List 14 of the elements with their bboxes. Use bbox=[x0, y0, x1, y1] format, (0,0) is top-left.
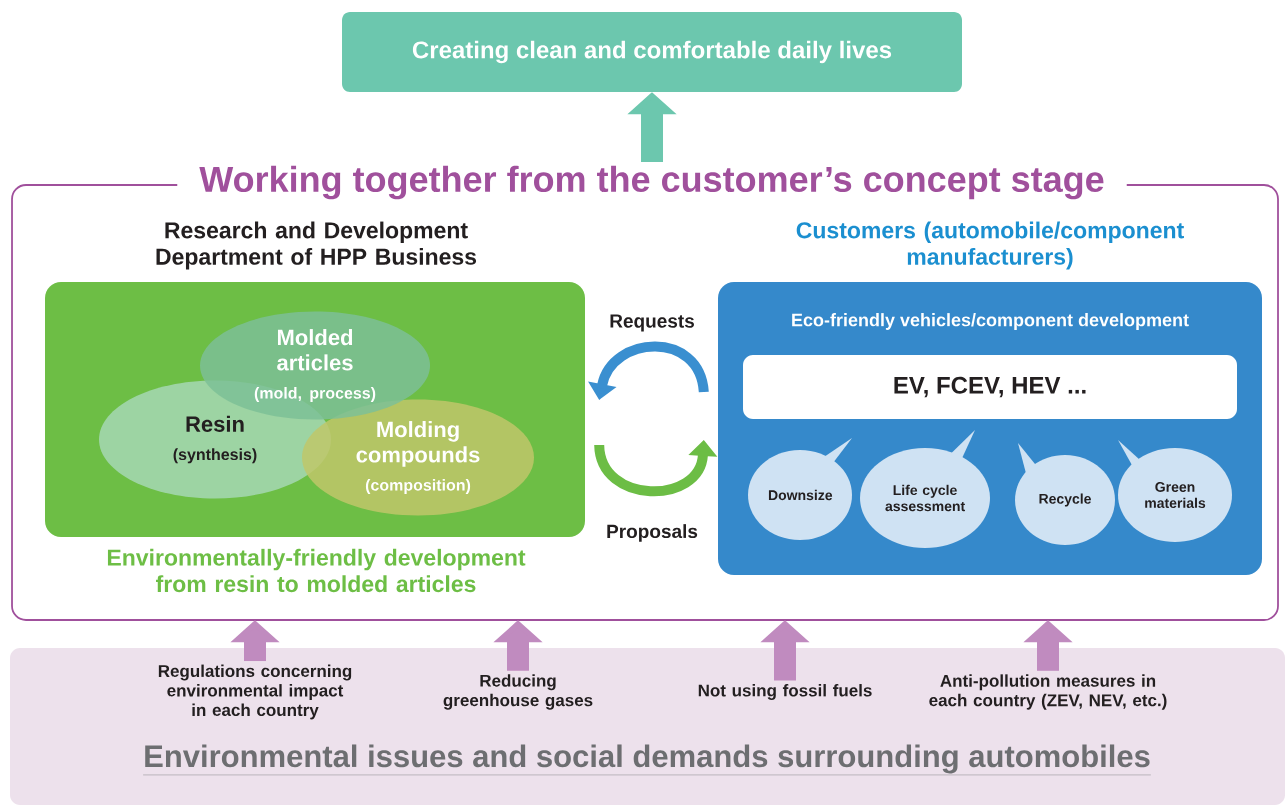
node-label: Research and Development Department of HPP Business bbox=[156, 221, 477, 270]
issue-text: Anti-pollution measures in each country (ZEV, NEV, etc.) bbox=[929, 674, 1167, 710]
speech-bubble: Downsize bbox=[748, 438, 852, 540]
speech-bubble: Recycle bbox=[1015, 443, 1115, 545]
node-label: Customers (automobile/component manufacturers) bbox=[796, 221, 1184, 270]
issue-text: Reducing greenhouse gases bbox=[443, 674, 593, 710]
edge-label: Requests bbox=[607, 312, 697, 334]
speech-bubble: Green materials bbox=[1118, 440, 1232, 542]
node-label: Environmentally-friendly development from resin to molded articles bbox=[107, 548, 526, 593]
vehicle-box: EV, FCEV, HEV ... bbox=[743, 355, 1237, 419]
issue-text: Regulations concerning environmental impact in each country bbox=[158, 664, 352, 720]
issue-text: Not using fossil fuels bbox=[698, 684, 872, 700]
speech-bubble: Life cycle assessment bbox=[860, 430, 990, 548]
edge-label: Proposals bbox=[604, 522, 700, 544]
